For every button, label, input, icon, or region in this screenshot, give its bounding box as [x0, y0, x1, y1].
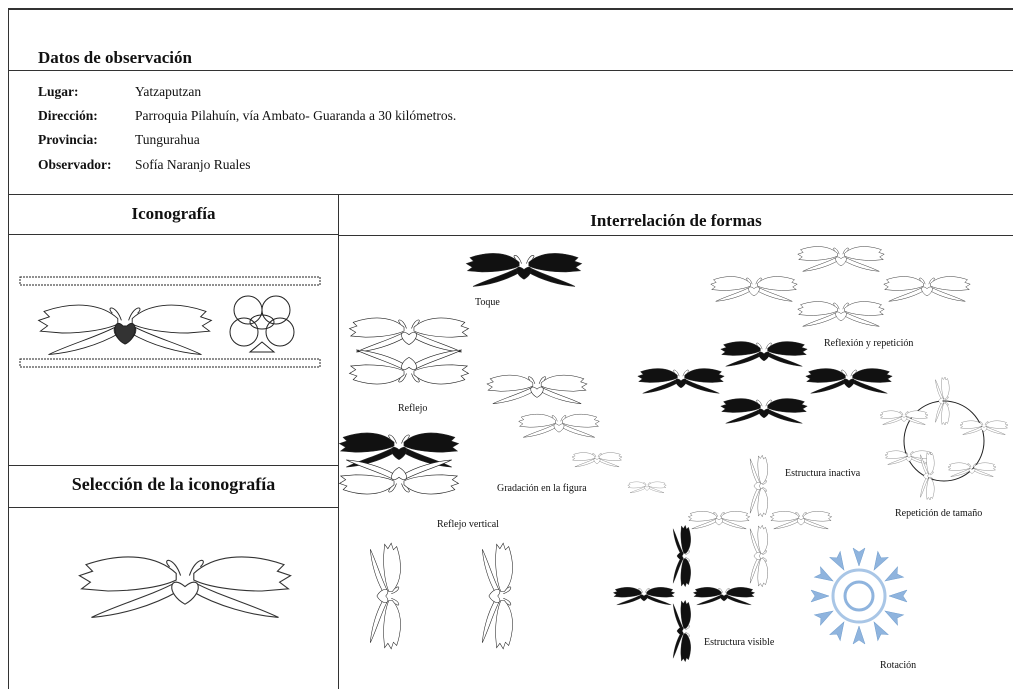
- info-value: Yatzaputzan: [135, 84, 202, 99]
- column-divider: [338, 194, 339, 689]
- info-label: Observador:: [38, 157, 112, 172]
- label-repeticion: Repetición de tamaño: [895, 508, 983, 519]
- info-label: Lugar:: [38, 84, 79, 99]
- divider: [9, 194, 1013, 195]
- label-gradacion: Gradación en la figura: [497, 483, 587, 494]
- label-rotacion: Rotación: [880, 660, 917, 671]
- label-estructura-visible: Estructura visible: [704, 637, 775, 648]
- info-row-lugar: Lugar: Yatzaputzan: [38, 84, 201, 100]
- info-value: Parroquia Pilahuín, vía Ambato- Guaranda…: [135, 108, 457, 123]
- label-reflejo: Reflejo: [398, 403, 428, 414]
- section-title-iconografia: Iconografía: [131, 204, 216, 223]
- info-row-observador: Observador: Sofía Naranjo Ruales: [38, 157, 250, 173]
- info-value: Tungurahua: [135, 132, 200, 147]
- selected-butterfly: [78, 556, 292, 618]
- document-frame: [8, 8, 1013, 689]
- section-title-interrelacion: Interrelación de formas: [590, 211, 762, 230]
- divider: [9, 70, 1013, 71]
- divider: [9, 465, 338, 466]
- section-title-seleccion: Selección de la iconografía: [71, 474, 276, 494]
- label-estructura-inactiva: Estructura inactiva: [785, 468, 861, 479]
- info-row-provincia: Provincia: Tungurahua: [38, 132, 200, 148]
- label-reflejo-vertical: Reflejo vertical: [437, 519, 499, 530]
- divider: [9, 234, 338, 235]
- info-label: Dirección:: [38, 108, 98, 123]
- iconography-band: [19, 276, 321, 368]
- toque-figure: [466, 253, 582, 287]
- label-reflexion: Reflexión y repetición: [824, 338, 914, 349]
- info-label: Provincia:: [38, 132, 98, 147]
- rotation-figure: [810, 547, 908, 645]
- info-value: Sofía Naranjo Ruales: [135, 157, 251, 172]
- page-title: Datos de observación: [38, 48, 192, 67]
- divider: [9, 507, 338, 508]
- label-toque: Toque: [475, 297, 500, 308]
- divider: [339, 235, 1013, 236]
- interrelation-canvas: [339, 246, 1009, 662]
- info-row-direccion: Dirección: Parroquia Pilahuín, vía Ambato…: [38, 108, 456, 124]
